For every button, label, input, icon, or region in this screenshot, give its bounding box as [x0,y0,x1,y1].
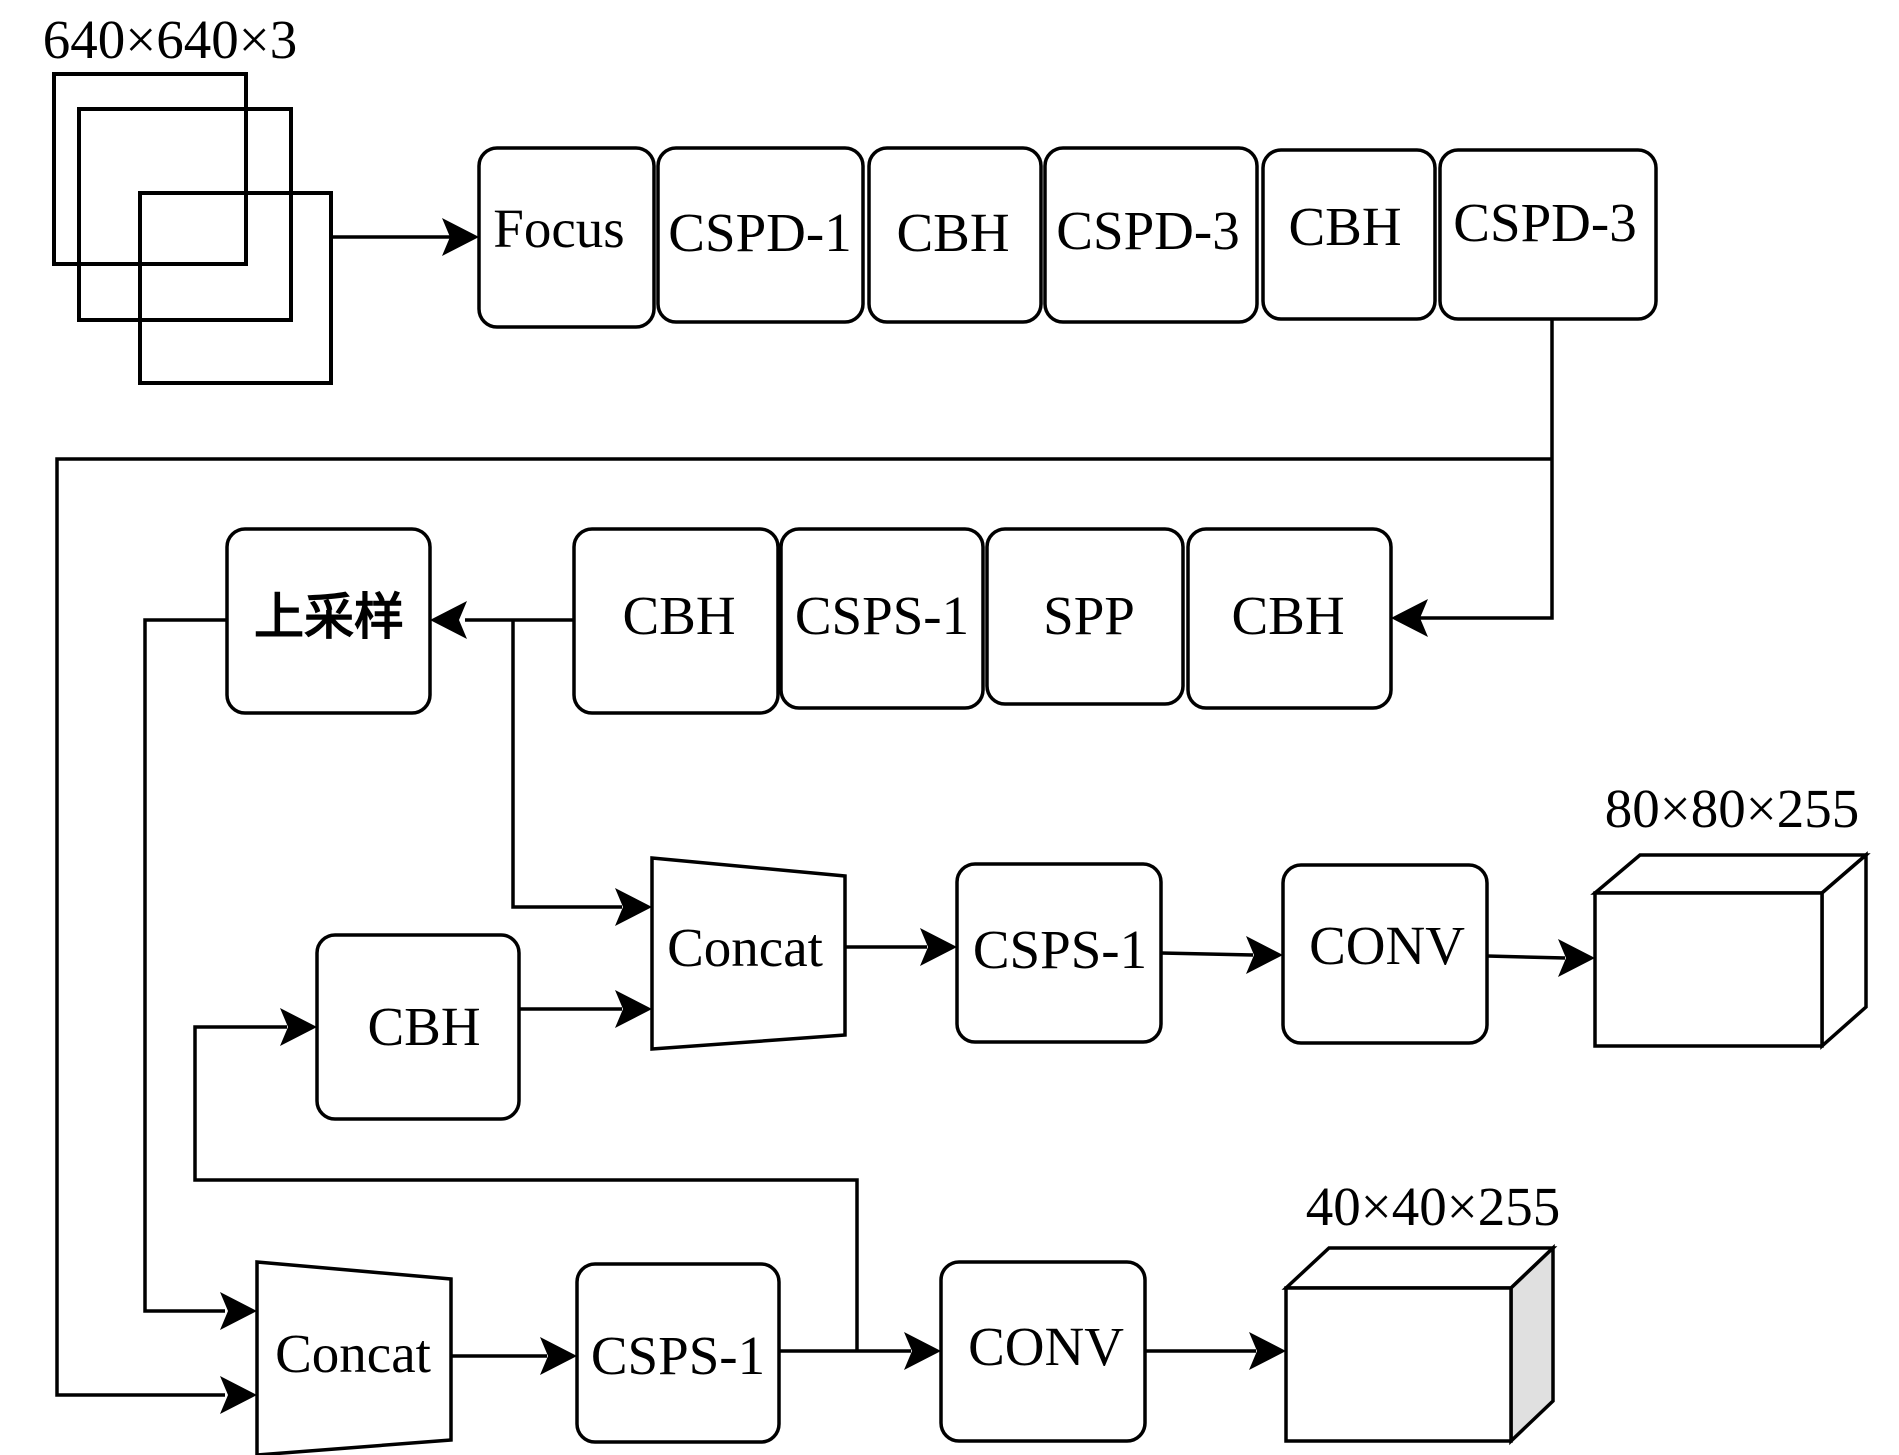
cbh-4-label: CBH [1231,585,1344,646]
arrow-to-cbh-5 [280,1008,317,1046]
conv-2-label: CONV [968,1316,1124,1377]
cbh-1-label: CBH [896,202,1009,263]
csps-1-2-label: CSPS-1 [973,919,1147,980]
csps-1-1-label: CSPS-1 [795,585,969,646]
arrow-to-concat-2-top [220,1292,257,1330]
conv-block-1[interactable] [1281,863,1489,1045]
output-dims-80-label: 80×80×255 [1605,778,1860,839]
csps-1-block-3[interactable] [575,1262,781,1444]
csps-1-block-1[interactable] [779,527,985,710]
upsample-label: 上采样 [254,588,404,646]
concat-block-2[interactable] [255,1260,453,1455]
arrow-to-upsample [430,601,467,639]
arrowheads [220,218,1595,1414]
focus-label: Focus [493,198,624,259]
cbh-5-label: CBH [367,996,480,1057]
arrow-to-output-80 [1558,939,1595,977]
concat-1-label: Concat [667,917,823,978]
cbh-3-label: CBH [622,585,735,646]
output-cube-40 [1281,1243,1558,1446]
concat-block-1[interactable] [650,856,847,1051]
arrow-to-focus [442,218,479,256]
csps-1-3-label: CSPS-1 [591,1325,765,1386]
cspd-3-1-label: CSPD-3 [1056,200,1239,261]
cbh-block-4[interactable] [1186,527,1393,710]
cspd-3-block-2[interactable] [1438,148,1658,321]
cspd-1-block[interactable] [656,146,865,324]
output-cube-80 [1590,851,1871,1050]
bottom-row [255,1260,1147,1455]
arrow-to-csps-1-2 [920,928,957,966]
connectors [55,235,1566,1397]
arrow-to-concat-1-top [615,888,652,926]
focus-block[interactable] [477,146,656,329]
arrow-to-csps-1-3 [540,1337,577,1375]
cbh-block-1[interactable] [867,146,1043,324]
arrow-to-concat-1-bottom [615,990,652,1028]
backbone-row [477,146,1658,329]
spp-block[interactable] [985,527,1185,706]
cbh-2-label: CBH [1288,196,1401,257]
conv-1-label: CONV [1309,915,1465,976]
cspd-3-2-label: CSPD-3 [1453,192,1636,253]
arrow-to-conv-2 [904,1332,941,1370]
input-dims-label: 640×640×3 [43,9,298,70]
spp-label: SPP [1043,585,1135,646]
arrow-to-output-40 [1249,1332,1286,1370]
arrow-to-concat-2-bottom [220,1376,257,1414]
arrow-to-conv-1 [1246,936,1283,974]
output-dims-40-label: 40×40×255 [1306,1176,1561,1237]
arrow-to-cbh-4 [1391,599,1428,637]
cspd-1-label: CSPD-1 [668,202,851,263]
cbh-block-2[interactable] [1261,148,1437,321]
input-image-stack [52,72,333,385]
cspd-3-block-1[interactable] [1043,146,1259,324]
concat-2-label: Concat [275,1323,431,1384]
middle-row [315,856,1489,1121]
